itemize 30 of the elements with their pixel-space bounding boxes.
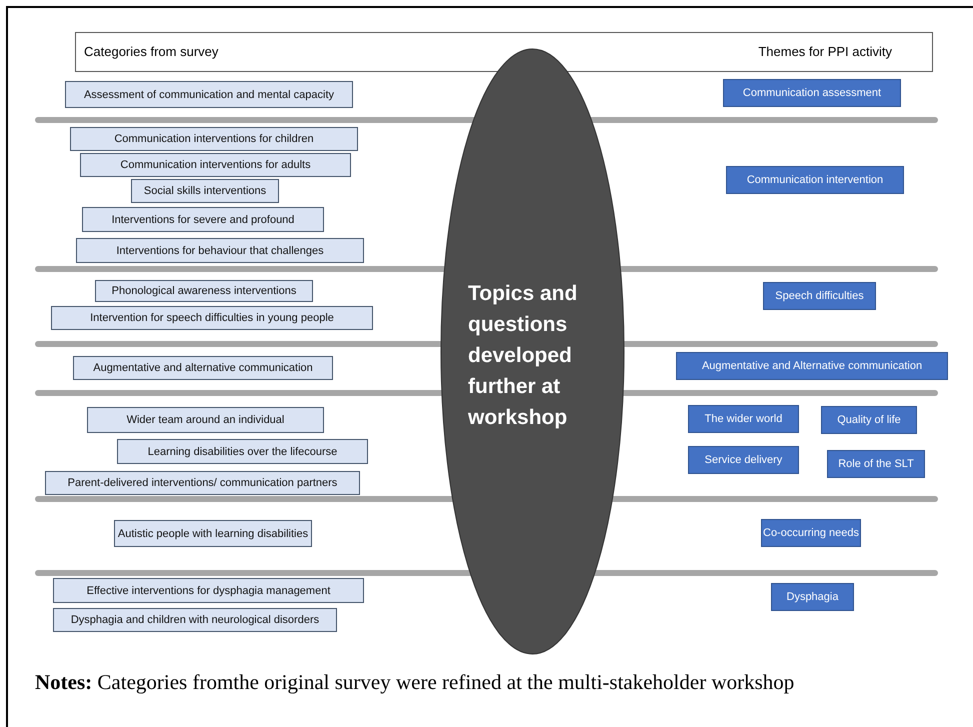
category-box: Communication interventions for adults: [80, 153, 351, 177]
category-box: Parent-delivered interventions/ communication partners: [45, 471, 360, 495]
theme-box: Service delivery: [688, 446, 799, 474]
theme-box: The wider world: [688, 405, 799, 433]
category-box: Effective interventions for dysphagia management: [53, 578, 364, 603]
category-box: Interventions for behaviour that challenges: [76, 238, 364, 263]
notes-text: Notes: Categories fromthe original survey were refined at the multi-stakeholder workshop: [35, 670, 794, 695]
theme-box: Communication intervention: [726, 166, 904, 194]
ellipse-text: Topics and questions developed further at workshop: [468, 281, 578, 431]
category-box: Intervention for speech difficulties in young people: [51, 306, 373, 330]
theme-box: Augmentative and Alternative communication: [676, 352, 948, 380]
category-box: Learning disabilities over the lifecourse: [117, 439, 368, 464]
category-box: Communication interventions for children: [70, 127, 358, 151]
theme-box: Communication assessment: [723, 79, 901, 107]
theme-box: Role of the SLT: [827, 450, 925, 478]
category-box: Interventions for severe and profound: [82, 207, 324, 232]
category-box: Autistic people with learning disabilities: [114, 520, 312, 547]
theme-box: Dysphagia: [771, 583, 854, 611]
theme-box: Co-occurring needs: [761, 519, 861, 547]
theme-box: Quality of life: [821, 406, 917, 434]
category-box: Wider team around an individual: [87, 407, 324, 433]
column-heading: Categories from survey: [84, 45, 218, 59]
category-box: Phonological awareness interventions: [95, 280, 313, 302]
category-box: Dysphagia and children with neurological disorders: [53, 608, 337, 632]
theme-box: Speech difficulties: [763, 282, 876, 310]
header-box: [75, 32, 933, 72]
column-heading: Themes for PPI activity: [758, 45, 892, 59]
category-box: Assessment of communication and mental capacity: [65, 81, 353, 108]
category-box: Augmentative and alternative communication: [73, 356, 333, 380]
category-box: Social skills interventions: [131, 179, 279, 203]
